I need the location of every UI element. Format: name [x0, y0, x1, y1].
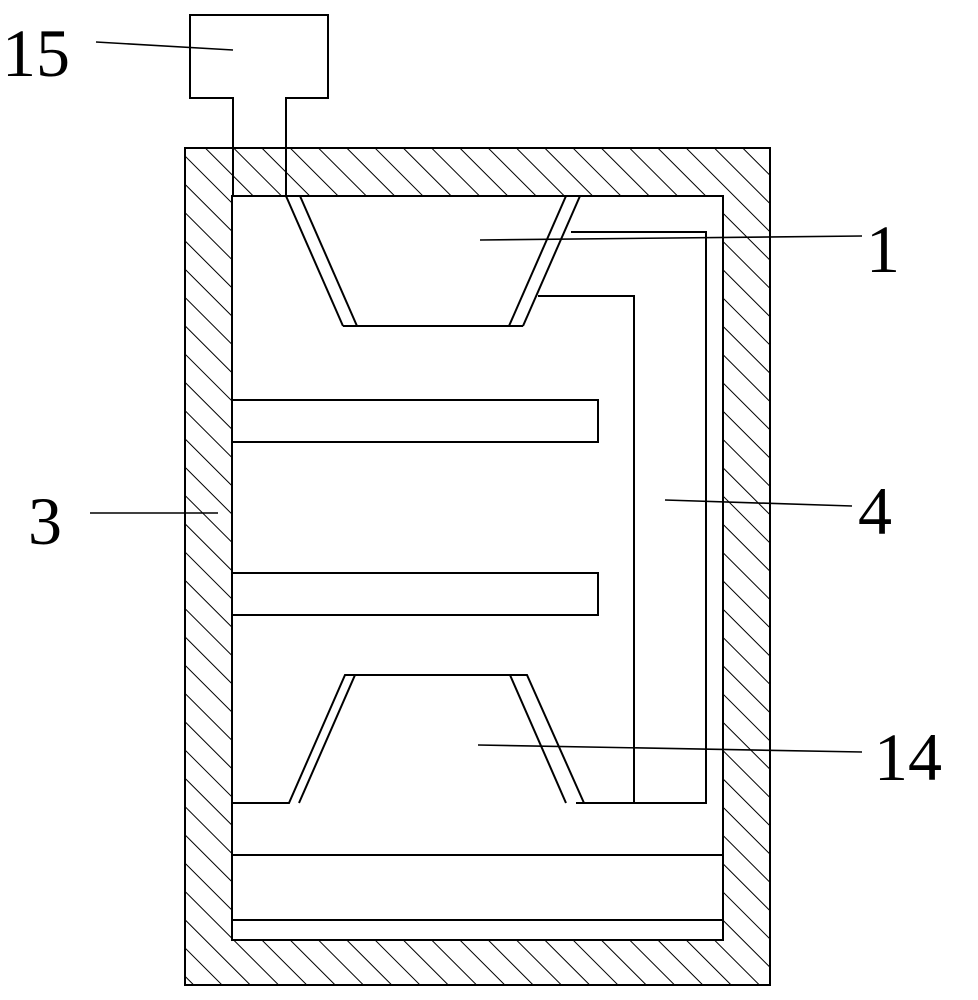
leader-1: [480, 236, 862, 240]
base-plates: [232, 855, 723, 920]
callout-1: 1: [866, 211, 900, 287]
leader-15: [96, 42, 233, 50]
callout-4: 4: [858, 473, 892, 549]
component-1-upper-funnel: [286, 196, 580, 326]
component-14-lower-funnel: [232, 675, 584, 803]
callout-3: 3: [28, 483, 62, 559]
shelf-upper: [232, 400, 598, 442]
callout-15: 15: [2, 15, 70, 91]
callout-14: 14: [874, 719, 942, 795]
casing-wall: [185, 148, 770, 985]
shelf-lower: [232, 573, 598, 615]
leader-14: [478, 745, 862, 752]
component-4-return-pipe: [538, 232, 706, 803]
